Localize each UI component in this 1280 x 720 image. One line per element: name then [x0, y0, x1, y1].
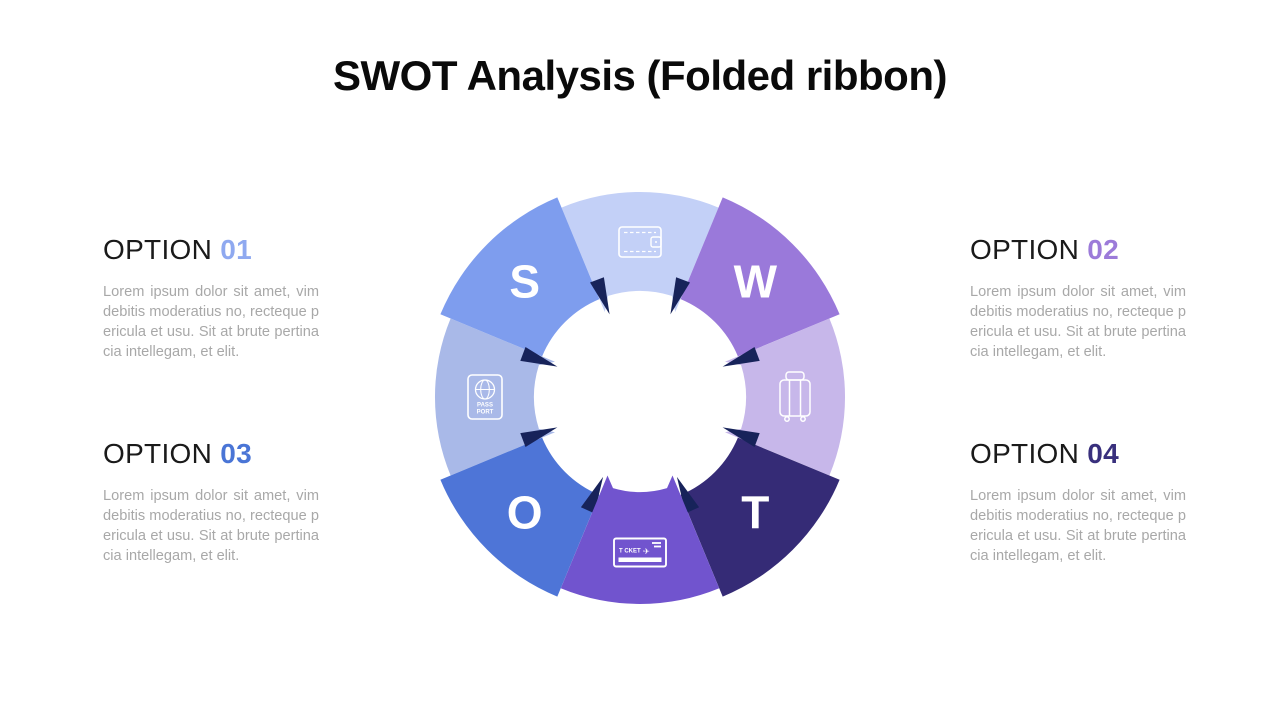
passport-icon: PASS PORT	[467, 374, 503, 420]
option-01-body: Lorem ipsum dolor sit amet, vim debitis …	[103, 284, 319, 360]
segment-letter-w: W	[734, 256, 778, 308]
option-01-heading: OPTION 01	[103, 234, 319, 266]
swot-ribbon-diagram: T CKET ✈ PASS PORT S W T O	[410, 167, 870, 627]
ribbon-fold	[520, 347, 558, 367]
option-block-01: OPTION 01 Lorem ipsum dolor sit amet, vi…	[103, 234, 319, 362]
ribbon-fold	[670, 277, 690, 315]
segment-s	[440, 197, 600, 357]
passport-text-line2: PORT	[477, 410, 494, 416]
plane-glyph: ✈	[643, 547, 650, 556]
ribbon-fold	[722, 427, 760, 447]
ribbon-fold	[722, 347, 760, 367]
option-02-number: 02	[1087, 234, 1119, 265]
segment-w	[680, 197, 840, 357]
segment-letter-t: T	[741, 486, 769, 538]
option-04-label: OPTION	[970, 438, 1080, 469]
passport-text-line1: PASS	[477, 403, 493, 409]
option-04-body: Lorem ipsum dolor sit amet, vim debitis …	[970, 488, 1186, 564]
option-block-04: OPTION 04 Lorem ipsum dolor sit amet, vi…	[970, 438, 1186, 566]
page-title: SWOT Analysis (Folded ribbon)	[333, 52, 947, 99]
segment-ticket	[560, 475, 720, 604]
option-04-heading: OPTION 04	[970, 438, 1186, 470]
option-02-heading: OPTION 02	[970, 234, 1186, 266]
option-03-label: OPTION	[103, 438, 213, 469]
segment-o	[440, 437, 600, 597]
option-block-02: OPTION 02 Lorem ipsum dolor sit amet, vi…	[970, 234, 1186, 362]
ribbon-fold	[590, 277, 610, 315]
option-03-body: Lorem ipsum dolor sit amet, vim debitis …	[103, 488, 319, 564]
segment-letter-s: S	[509, 256, 540, 308]
wallet-icon	[618, 226, 662, 258]
option-03-number: 03	[220, 438, 252, 469]
segment-t	[680, 437, 840, 597]
option-02-body: Lorem ipsum dolor sit amet, vim debitis …	[970, 284, 1186, 360]
luggage-icon	[779, 371, 811, 422]
ticket-text: T CKET	[619, 549, 641, 555]
ribbon-fold	[520, 427, 558, 447]
segment-letter-o: O	[507, 486, 543, 538]
option-04-number: 04	[1087, 438, 1119, 469]
option-block-03: OPTION 03 Lorem ipsum dolor sit amet, vi…	[103, 438, 319, 566]
option-03-heading: OPTION 03	[103, 438, 319, 470]
ribbon-fold	[676, 476, 700, 514]
ticket-icon: T CKET ✈	[613, 537, 667, 568]
option-01-number: 01	[220, 234, 252, 265]
option-02-label: OPTION	[970, 234, 1080, 265]
ribbon-fold	[580, 476, 604, 514]
swot-ribbon-svg: T CKET ✈ PASS PORT S W T O	[434, 191, 846, 604]
option-01-label: OPTION	[103, 234, 213, 265]
